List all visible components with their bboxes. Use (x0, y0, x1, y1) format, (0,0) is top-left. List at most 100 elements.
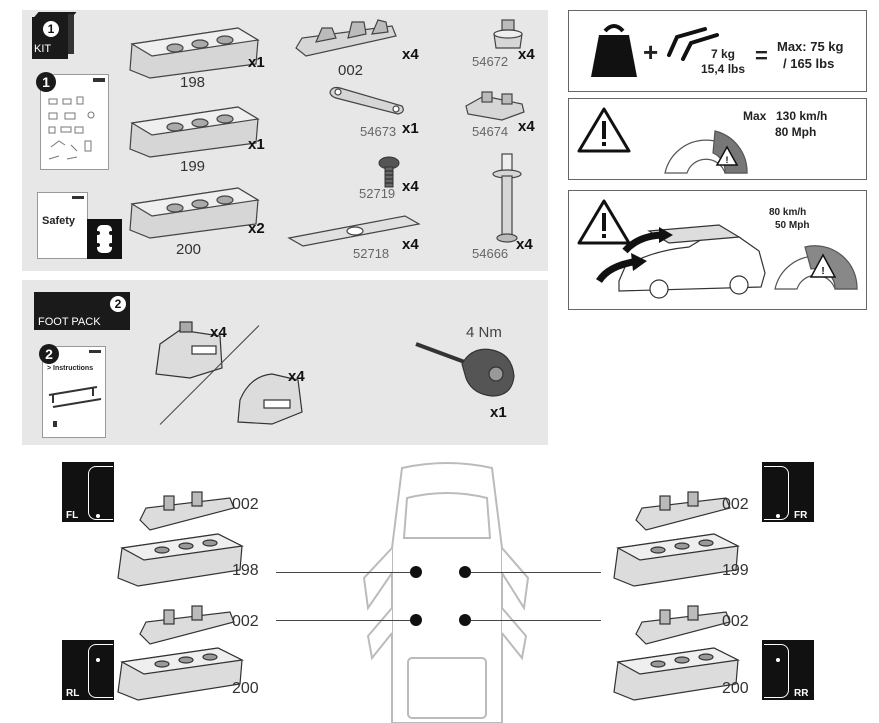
part-198-code: 198 (180, 74, 206, 91)
load-weight-lbs: 15,4 lbs (701, 62, 746, 76)
part-52719-qty: x4 (402, 178, 419, 195)
foot-a-illustration (155, 321, 223, 379)
part-200-qty: x2 (248, 220, 265, 237)
load-equals: = (755, 43, 768, 68)
fr-top-code: 002 (722, 496, 749, 513)
warning-icon-2 (577, 199, 631, 245)
foot-a-qty: x4 (210, 324, 227, 341)
position-tag-fl: FL (62, 462, 114, 522)
part-002-code: 002 (338, 62, 364, 79)
position-dot-rl (96, 658, 100, 662)
foot-b-qty: x4 (288, 368, 305, 385)
part-54672-code: 54672 (472, 54, 509, 69)
kit-doc-number: 1 (36, 72, 56, 92)
foot-pack-doc-number: 2 (39, 344, 59, 364)
rl-foot-code: 200 (232, 680, 259, 697)
car-with-load-icon (596, 224, 766, 299)
position-tag-rl-label: RL (66, 688, 80, 699)
part-199-qty: x1 (248, 136, 265, 153)
load-weight-kg: 7 kg (711, 47, 736, 61)
mount-point-fr (459, 566, 471, 578)
safety-doc-label: Safety (42, 215, 76, 227)
roof-bars-pair-icon (667, 27, 719, 61)
safety-car-card (87, 219, 122, 259)
position-tag-rr: RR (762, 640, 814, 700)
load-max-line2: / 165 lbs (783, 56, 835, 71)
adapter-199-illustration (129, 106, 260, 158)
kit-doc-illustration (48, 78, 105, 160)
part-198-qty: x1 (248, 54, 265, 71)
leader-fr (471, 572, 601, 573)
warning-icon (577, 107, 631, 153)
part-54674-bracket-illustration (465, 91, 525, 121)
foot-assembly-rl (117, 605, 244, 701)
tool-qty: x1 (490, 404, 507, 421)
position-dot-fr (776, 514, 780, 518)
tool-torque-label: 4 Nm (466, 324, 502, 341)
adapter-200-illustration (129, 187, 260, 239)
foot-pack-badge-box: 2 FOOT PACK (34, 292, 130, 330)
fr-foot-code: 199 (722, 562, 749, 579)
safety-doc: Safety (37, 192, 88, 259)
part-52719-code: 52719 (359, 186, 396, 201)
overhang-mph: 50 Mph (775, 220, 810, 231)
foot-pack-badge-number: 2 (110, 296, 126, 312)
part-002-qty: x4 (402, 46, 419, 63)
part-52718-shim-illustration (287, 215, 421, 247)
fl-top-code: 002 (232, 496, 259, 513)
foot-pack-doc-flag (89, 350, 101, 353)
position-tag-rl: RL (62, 640, 114, 700)
foot-assembly-fl (117, 491, 244, 587)
part-54666-qty: x4 (516, 236, 533, 253)
position-tag-fr: FR (762, 462, 814, 522)
door-outline-fr (764, 466, 789, 520)
svg-text:!: ! (821, 266, 824, 277)
door-outline-rr (764, 644, 789, 698)
part-52718-code: 52718 (353, 246, 390, 261)
fl-foot-code: 198 (232, 562, 259, 579)
part-52719-bolt-illustration (378, 156, 400, 188)
part-199-code: 199 (180, 158, 206, 175)
speed-box: ! Max 130 km/h 80 Mph (568, 98, 867, 180)
rl-top-code: 002 (232, 613, 259, 630)
mount-point-fl (410, 566, 422, 578)
foot-pack-badge-label: FOOT PACK (38, 316, 101, 328)
rr-foot-code: 200 (722, 680, 749, 697)
leader-rr (471, 620, 601, 621)
roof-bars-icon (48, 386, 102, 427)
foot-pack-doc-instructions-label: > Instructions (47, 365, 94, 372)
overhang-kmh: 80 km/h (769, 207, 807, 218)
speed-gauge-icon: ! (664, 130, 748, 174)
foot-assembly-fr (613, 491, 740, 587)
part-54673-plate-illustration (329, 86, 404, 115)
foot-b-illustration (237, 373, 303, 425)
part-54673-qty: x1 (402, 120, 419, 137)
torque-key-illustration (415, 342, 515, 397)
part-54674-qty: x4 (518, 118, 535, 135)
part-002-clamp-illustration (295, 19, 397, 57)
part-54666-pin-illustration (492, 153, 522, 243)
part-200-code: 200 (176, 241, 202, 258)
mount-point-rl (410, 614, 422, 626)
svg-text:!: ! (726, 155, 729, 165)
load-max-line1: Max: 75 kg (777, 39, 844, 54)
position-tag-fl-label: FL (66, 510, 79, 521)
kit-badge-number: 1 (43, 21, 59, 37)
part-52718-qty: x4 (402, 236, 419, 253)
position-tag-fr-label: FR (794, 510, 808, 521)
rr-top-code: 002 (722, 613, 749, 630)
part-54666-code: 54666 (472, 246, 509, 261)
door-outline-rl (88, 644, 113, 698)
load-box: + 7 kg 15,4 lbs = Max: 75 kg / 165 lbs (568, 10, 867, 92)
door-outline-fl (88, 466, 113, 520)
kit-badge-box: 1 KIT (32, 12, 77, 59)
part-54672-qty: x4 (518, 46, 535, 63)
speed-max-label: Max (743, 109, 767, 123)
leader-fl (276, 572, 410, 573)
car-topview-outline (362, 462, 530, 723)
part-54673-code: 54673 (360, 124, 397, 139)
weight-icon (591, 24, 637, 77)
car-topview-icon (96, 225, 113, 253)
foot-assembly-rr (613, 605, 740, 701)
overhang-gauge-icon: ! (774, 245, 858, 290)
